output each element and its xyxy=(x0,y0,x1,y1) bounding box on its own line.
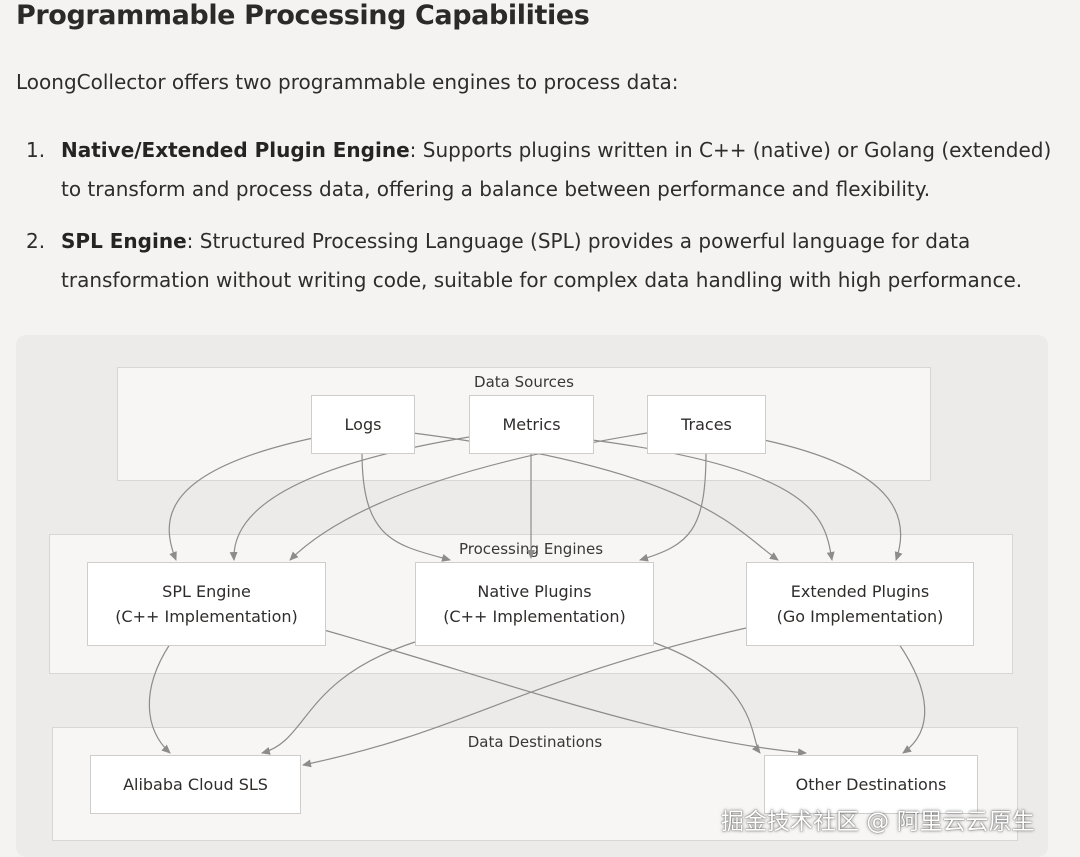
list-number: 2. xyxy=(26,229,46,253)
node-metrics: Metrics xyxy=(469,395,594,454)
list-item-text-continued: transformation without writing code, sui… xyxy=(61,268,1023,292)
node-label: SPL Engine xyxy=(162,582,251,601)
list-item-title: Native/Extended Plugin Engine xyxy=(61,138,410,162)
watermark: 掘金技术社区 @ 阿里云云原生 xyxy=(721,809,1035,835)
node-logs: Logs xyxy=(311,395,415,454)
node-label: Metrics xyxy=(502,415,561,434)
group-label-processing-engines: Processing Engines xyxy=(458,540,604,558)
node-sublabel: (Go Implementation) xyxy=(776,607,944,626)
node-alibaba-cloud-sls: Alibaba Cloud SLS xyxy=(90,755,301,814)
node-label: Logs xyxy=(344,415,382,434)
node-label: Extended Plugins xyxy=(790,582,930,601)
list-item-text: : Structured Processing Language (SPL) p… xyxy=(186,229,971,253)
node-other-destinations: Other Destinations xyxy=(764,755,978,814)
list-number: 1. xyxy=(26,138,46,162)
list-item-title: SPL Engine xyxy=(61,229,187,253)
group-label-data-sources: Data Sources xyxy=(474,373,574,391)
node-label: Traces xyxy=(681,415,732,434)
node-spl-engine: SPL Engine (C++ Implementation) xyxy=(87,562,326,646)
node-label: Alibaba Cloud SLS xyxy=(123,775,268,794)
node-traces: Traces xyxy=(647,395,766,454)
page-heading: Programmable Processing Capabilities xyxy=(16,0,590,31)
node-extended-plugins: Extended Plugins (Go Implementation) xyxy=(746,562,974,646)
intro-paragraph: LoongCollector offers two programmable e… xyxy=(16,70,679,94)
list-item-text: : Supports plugins written in C++ (nativ… xyxy=(409,138,1052,162)
node-sublabel: (C++ Implementation) xyxy=(443,607,626,626)
list-item-text-continued: to transform and process data, offering … xyxy=(61,177,931,201)
node-sublabel: (C++ Implementation) xyxy=(115,607,298,626)
node-label: Other Destinations xyxy=(795,775,947,794)
group-label-data-destinations: Data Destinations xyxy=(467,733,603,751)
node-native-plugins: Native Plugins (C++ Implementation) xyxy=(415,562,654,646)
node-label: Native Plugins xyxy=(477,582,592,601)
